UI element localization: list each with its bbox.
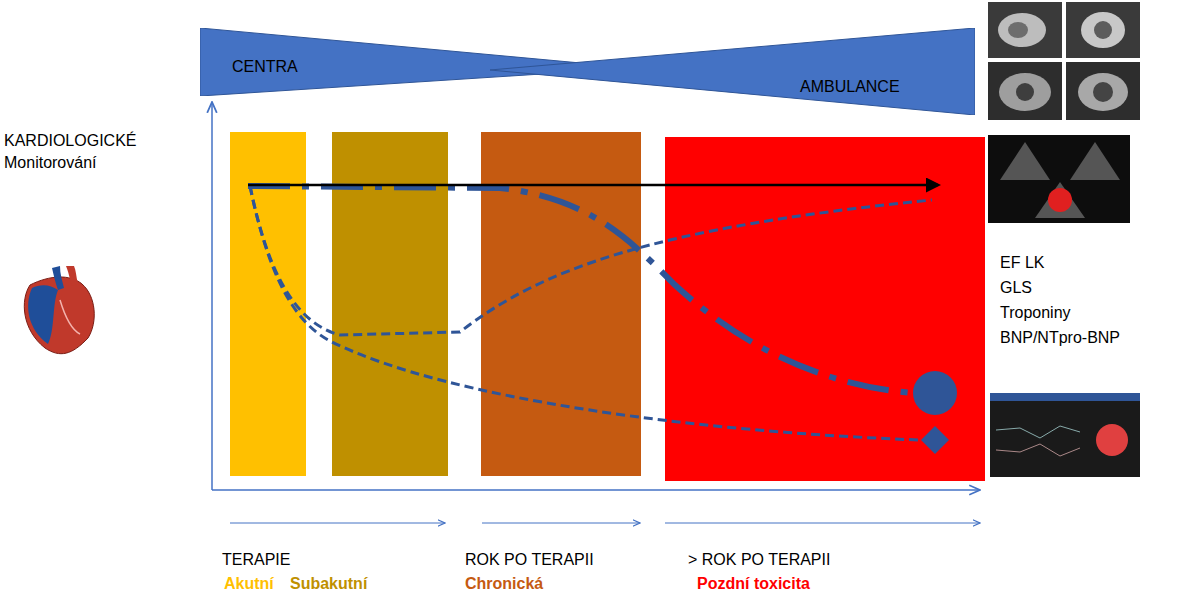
period-arrow (482, 523, 640, 524)
parameter-label: GLS (1000, 277, 1032, 299)
baseline-arrow (248, 184, 938, 187)
phase-label: Subakutní (290, 573, 367, 595)
period-arrow (230, 523, 445, 524)
end-circle (913, 371, 957, 415)
subacute-bar (332, 132, 448, 476)
period-label: > ROK PO TERAPII (688, 549, 830, 571)
parameter-label: BNP/NTpro-BNP (1000, 327, 1120, 349)
heart-illustration (24, 266, 94, 354)
phase-label: Chronická (465, 573, 543, 595)
period-label: ROK PO TERAPII (465, 549, 594, 571)
end-diamond (921, 426, 949, 454)
wedge-outline (200, 28, 635, 96)
wedge-label: CENTRA (232, 58, 298, 76)
period-arrow (665, 523, 980, 524)
wedge-shape (490, 28, 975, 115)
phase-label: Pozdní toxicita (697, 573, 810, 595)
echo-image (988, 135, 1130, 223)
parameter-label: EF LK (1000, 252, 1044, 274)
parameter-label: Troponiny (1000, 302, 1071, 324)
x-axis (212, 489, 980, 491)
funnel-wedge: CENTRA (200, 28, 635, 96)
y-axis (211, 102, 213, 490)
persistent-curve (250, 186, 920, 440)
phase-label: Akutní (224, 573, 274, 595)
late-toxicity-bar (665, 137, 985, 481)
funnel-wedge: AMBULANCE (490, 28, 975, 115)
period-label: TERAPIE (222, 549, 290, 571)
late-decline-curve (248, 186, 912, 393)
recovery-curve (250, 186, 932, 335)
axis-title: KARDIOLOGICKÉ Monitorování (4, 130, 154, 173)
strain-image (990, 393, 1140, 477)
wedge-label: AMBULANCE (800, 78, 900, 96)
mri-images (988, 2, 1140, 120)
wedge-outline (490, 28, 975, 115)
chronic-bar (481, 132, 641, 476)
